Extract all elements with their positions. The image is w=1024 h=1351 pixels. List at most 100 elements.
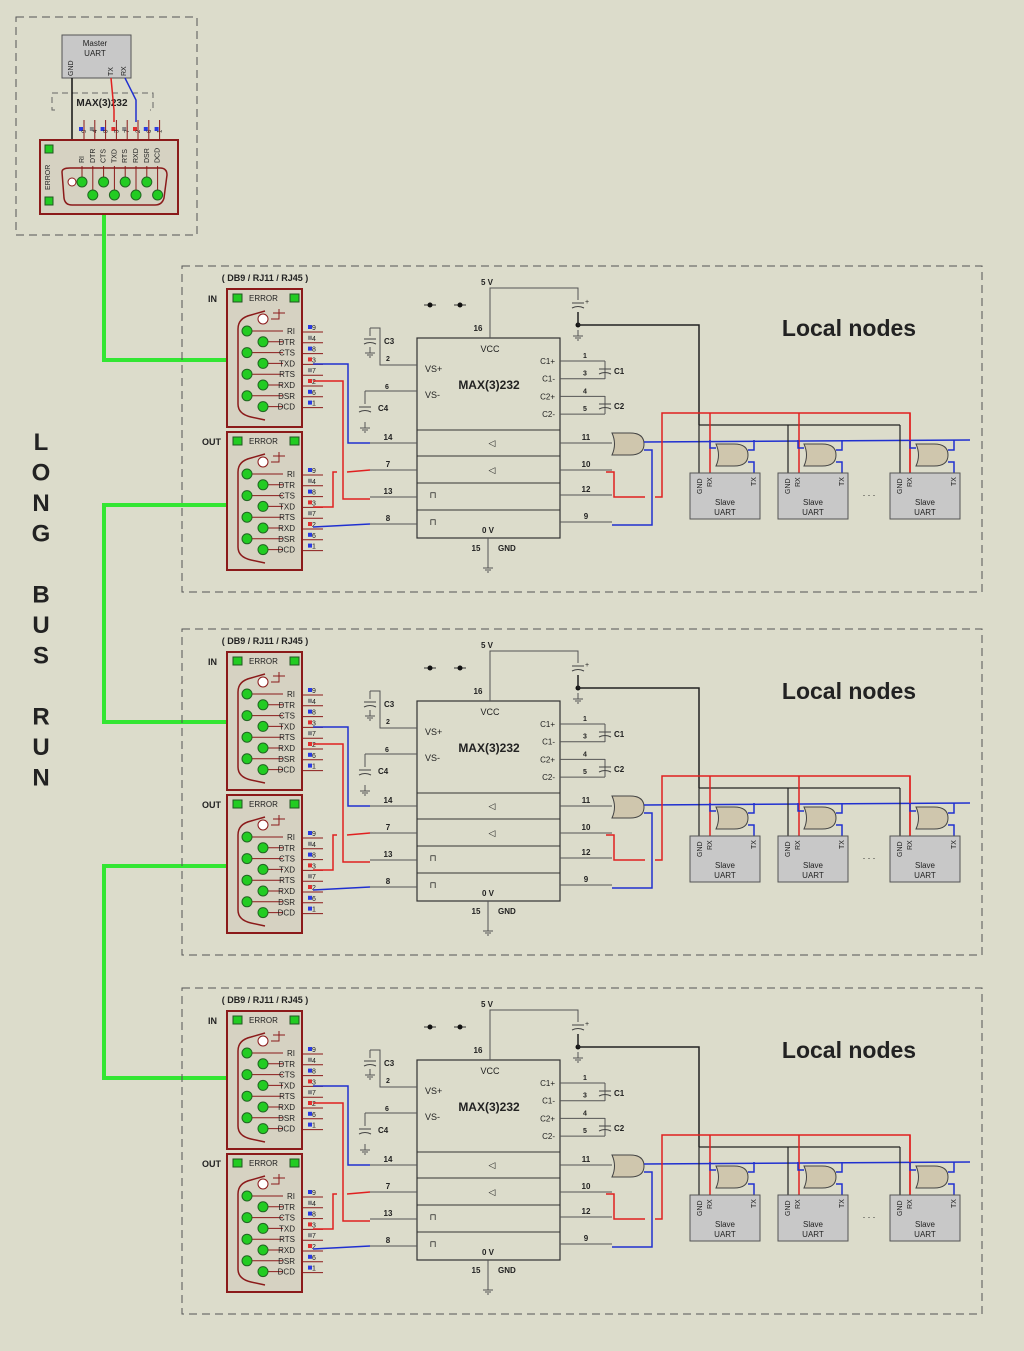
and-gate-icon	[611, 432, 645, 456]
slave-and-gate-icon	[915, 1165, 949, 1189]
side-label-letter: G	[32, 521, 51, 548]
slave-pin-tx: TX	[951, 477, 958, 486]
chip-pin-label: C2+	[540, 755, 555, 764]
pin-marker	[308, 543, 312, 548]
chip-pin-number: 7	[386, 823, 391, 832]
pin-number: 9	[312, 325, 316, 332]
and-gate-icon	[611, 1154, 645, 1178]
ground-icon	[365, 710, 375, 721]
slave-title: UART	[802, 1230, 824, 1239]
pin-contact	[241, 390, 253, 402]
slave-uart-body	[889, 1194, 961, 1242]
ground-icon	[360, 1144, 370, 1155]
cap-plate	[598, 1129, 612, 1132]
slave-title: Slave	[915, 1220, 936, 1229]
pin-contact	[257, 885, 269, 897]
ground-icon	[573, 330, 583, 341]
pin-contact	[87, 189, 99, 201]
slave-pin-gnd: GND	[897, 478, 904, 494]
slave-gate-out	[748, 803, 755, 814]
slave-title: Slave	[715, 861, 736, 870]
pin-number: 4	[312, 1201, 316, 1208]
capacitor-icon	[363, 338, 377, 345]
pin-marker	[308, 1222, 312, 1227]
pin-label-dsr: DSR	[278, 1114, 295, 1123]
slave-pin-rx: RX	[907, 477, 914, 487]
driver-symbol-icon: ◁	[489, 801, 496, 811]
pin-marker	[308, 389, 312, 394]
pin-label-dcd: DCD	[278, 546, 296, 555]
pin-label-ri: RI	[287, 833, 295, 842]
pin-label-rxd: RXD	[278, 1103, 295, 1112]
chip-pin-label: C2+	[540, 392, 555, 401]
slave-tx-wire	[748, 1183, 755, 1195]
slave-tx-wire	[836, 461, 843, 473]
pin-marker	[308, 489, 312, 494]
slave-title: UART	[714, 508, 736, 517]
tx-line-out	[346, 1191, 371, 1195]
tx-line-in	[313, 1085, 370, 1166]
pin-marker	[308, 874, 312, 879]
slave-tx-wire	[836, 1183, 843, 1195]
slave-pin-tx: TX	[839, 1199, 846, 1208]
slave-pin-gnd: GND	[785, 1200, 792, 1216]
zero-v-label: 0 V	[482, 889, 495, 898]
pin-marker	[308, 1068, 312, 1073]
pin-marker	[308, 1233, 312, 1238]
pin-marker	[308, 368, 312, 373]
slave-pin-rx: RX	[907, 840, 914, 850]
pin-number: 7	[312, 731, 316, 738]
pin-label-txd: TXD	[279, 1081, 295, 1090]
capacitor-icon	[571, 302, 585, 309]
gnd-label: GND	[498, 907, 516, 916]
pin-marker	[308, 1122, 312, 1127]
pin-number: 4	[93, 129, 99, 133]
slave-pin-rx: RX	[795, 1199, 802, 1209]
pin-number: 2	[312, 885, 316, 892]
cap-label-c1: C1	[614, 730, 625, 739]
pin-marker	[79, 127, 83, 131]
chip-vs-minus: VS-	[425, 1112, 440, 1122]
pin-number: 6	[312, 1112, 316, 1119]
slave-title: Slave	[715, 498, 736, 507]
vcc-pin-number: 16	[474, 1046, 483, 1055]
pin-shield	[257, 1035, 269, 1047]
chip-pin-number: 8	[386, 1236, 391, 1245]
d-shell	[237, 453, 266, 564]
driver-symbol-icon: ◁	[489, 1187, 496, 1197]
pin-marker	[308, 379, 312, 383]
chip-vcc-label: VCC	[480, 344, 500, 354]
pin-contact	[257, 500, 269, 512]
pin-label-dcd: DCD	[278, 1125, 296, 1134]
slave-bus-tap	[797, 803, 804, 812]
pin-contact	[257, 720, 269, 732]
pin-number: 7	[312, 511, 316, 518]
gnd-label: GND	[498, 1266, 516, 1275]
bus-cable	[102, 215, 227, 362]
slave-pin-rx: RX	[707, 840, 714, 850]
pin-label-dcd: DCD	[155, 148, 162, 163]
transceiver-bracket	[51, 92, 154, 111]
pin-contact	[257, 842, 269, 854]
slave-title: UART	[914, 1230, 936, 1239]
cap-label-c4: C4	[378, 1126, 389, 1135]
pin-contact	[119, 176, 131, 188]
pin-marker	[308, 1057, 312, 1062]
cap-polarity: +	[585, 662, 589, 669]
pin-marker	[308, 895, 312, 900]
pin-label-rxd: RXD	[278, 744, 295, 753]
master-pin-tx: TX	[108, 67, 115, 76]
vs-pin-number: 2	[386, 1078, 390, 1085]
chip-vcc-label: VCC	[480, 1066, 500, 1076]
pin-contact	[257, 742, 269, 754]
pin-contact	[241, 490, 253, 502]
cap-label-c4: C4	[378, 404, 389, 413]
